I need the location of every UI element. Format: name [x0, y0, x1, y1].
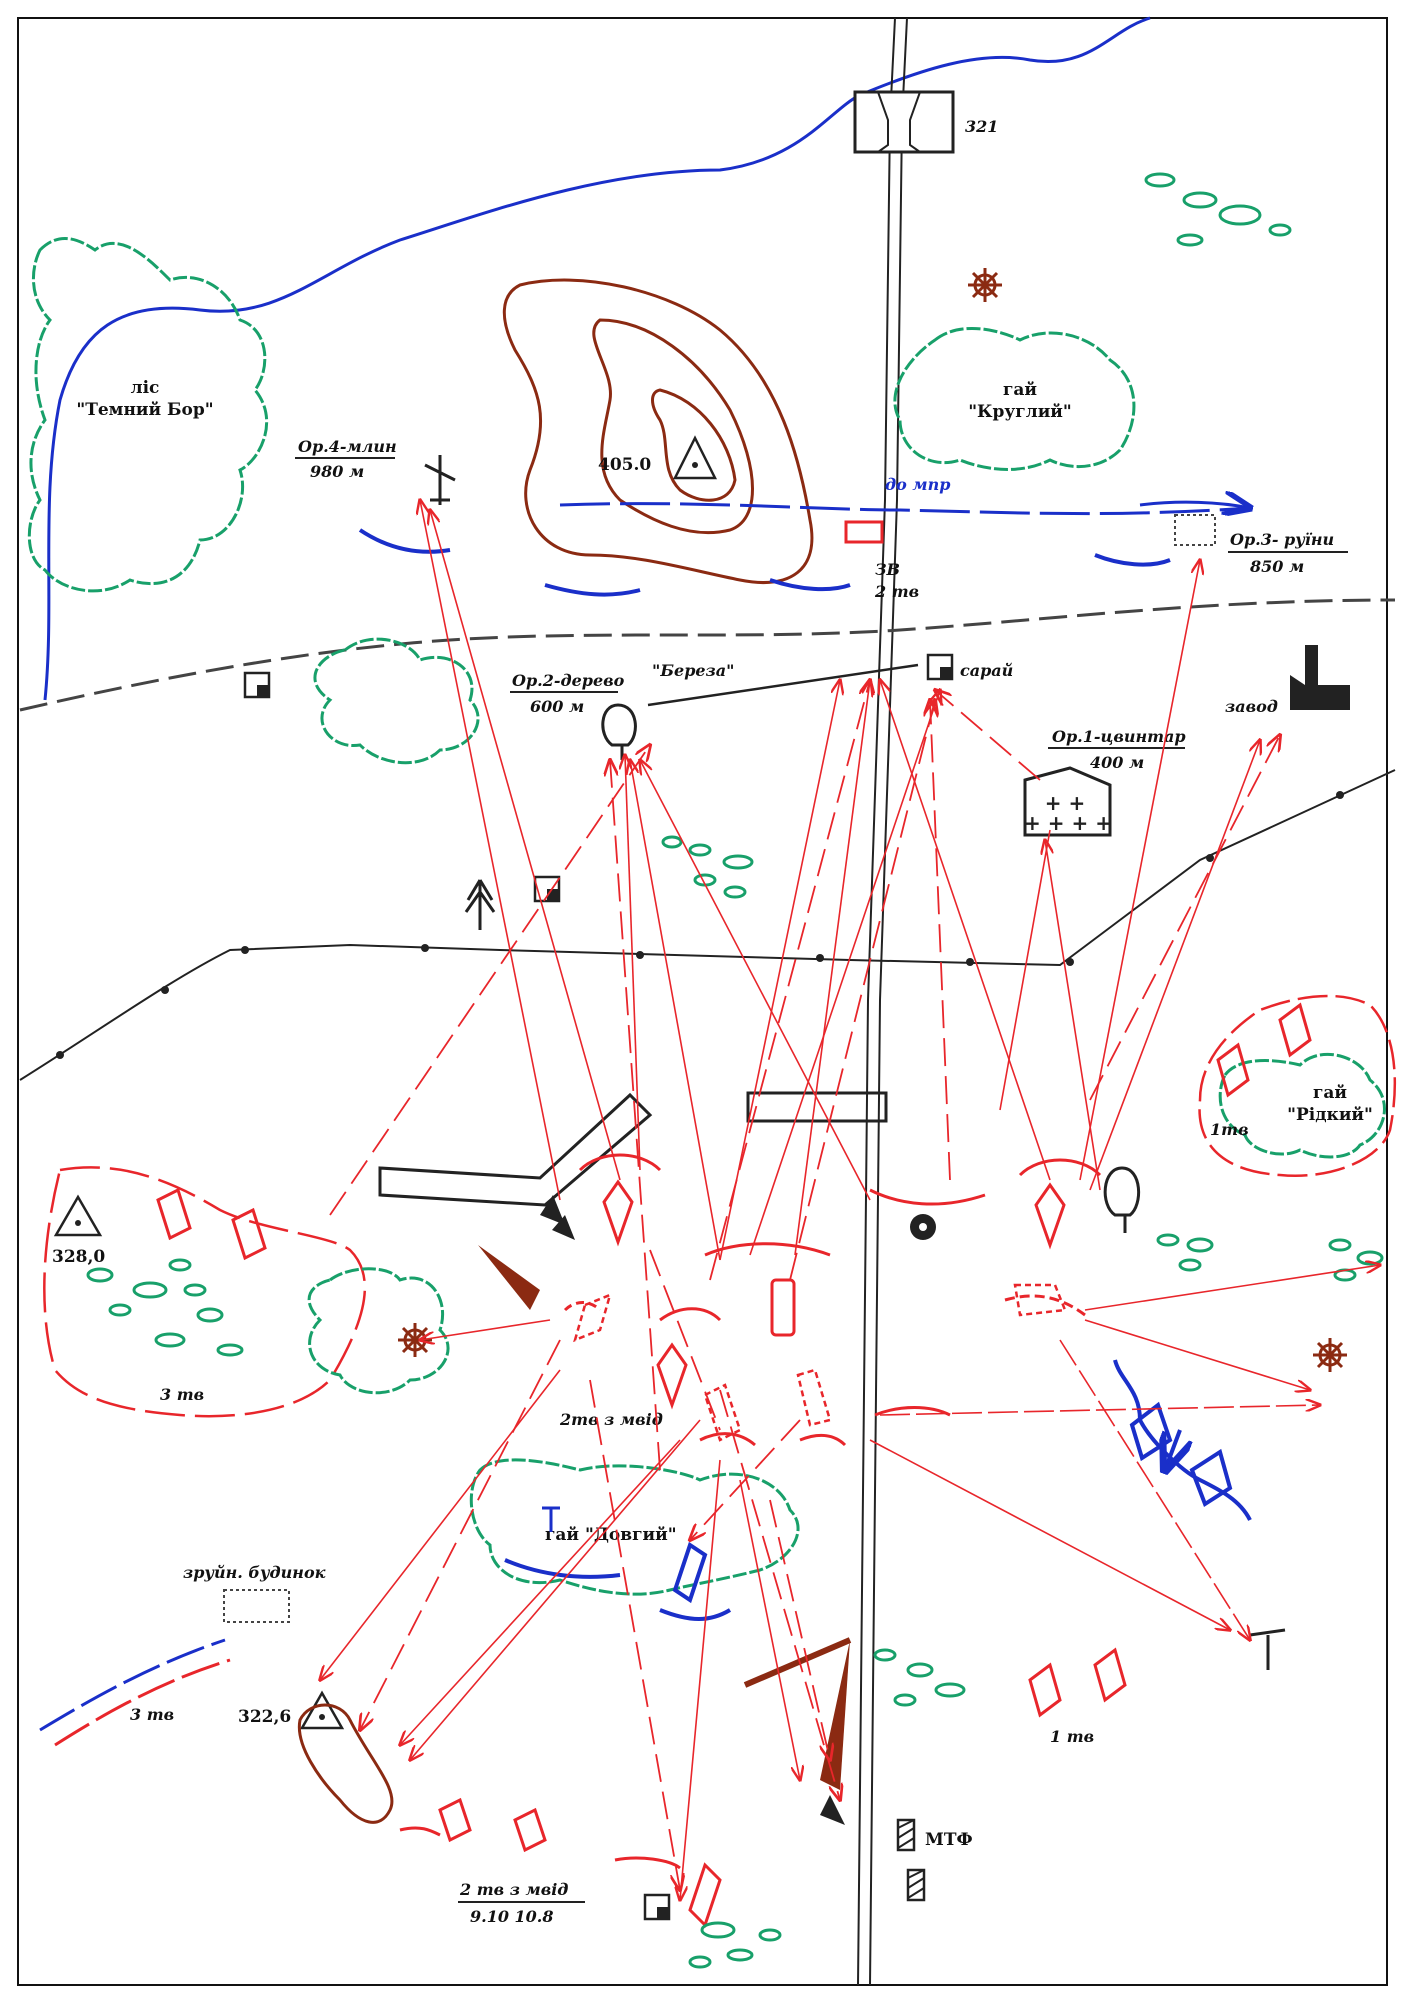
friendly-line-bottom-left — [54, 1658, 231, 1747]
bushes-bottom — [688, 1648, 966, 1969]
enemy-trenches-top — [358, 528, 1171, 597]
ref3-distance: 850 м — [1249, 557, 1304, 576]
grove-left-center — [307, 1267, 450, 1395]
ref1-distance: 400 м — [1090, 753, 1144, 772]
power-line — [19, 769, 1396, 1081]
dashed-road — [19, 598, 1396, 712]
hill-322 — [297, 1703, 394, 1824]
minefield-center — [746, 1091, 888, 1123]
unit-1tv-bottom: 1 тв — [1050, 1727, 1094, 1746]
factory-icon: завод — [1225, 645, 1350, 716]
height-328-marker: 328,0 — [52, 1194, 105, 1267]
height-322-label: 322,6 — [238, 1707, 291, 1727]
windmill-icon — [424, 455, 456, 505]
summit-405-marker: 405.0 — [598, 435, 718, 480]
main-road — [857, 17, 908, 1986]
zv-units: 2 тв — [874, 582, 919, 601]
shell-icon — [910, 1214, 936, 1240]
ref4-name: Ор.4-млин — [298, 437, 397, 456]
grove-ridkyi-name-2: "Рідкий" — [1287, 1105, 1373, 1125]
star-icon-top — [968, 268, 1002, 302]
tree-bereza-icon — [601, 703, 637, 760]
ref1-name: Ор.1-цвинтар — [1052, 727, 1186, 746]
building-icons — [243, 671, 671, 1921]
grove-kruhlyi-name-2: "Круглий" — [968, 402, 1072, 422]
saray-label: сарай — [960, 661, 1013, 680]
friendly-positions — [563, 1153, 1102, 1447]
svg-text:+ + + +: + + + + — [1024, 811, 1112, 835]
height-328-label: 328,0 — [52, 1247, 105, 1267]
ref2-name: Ор.2-дерево — [512, 671, 625, 690]
enemy-positions-dovhyi — [504, 1541, 732, 1621]
unit-3tv-bottom: 3 тв — [130, 1705, 174, 1724]
bushes-top-right — [1144, 172, 1292, 247]
unit-2tv-bottom: 2 тв з мвід — [459, 1880, 568, 1899]
antitank-ditch-left — [478, 1245, 540, 1310]
enemy-line-bottom-left — [39, 1638, 226, 1732]
unit-2tv-mvid: 2тв з мвід — [559, 1410, 663, 1429]
enemy-line-top — [559, 502, 1251, 516]
zv-label: ЗВ — [875, 560, 900, 579]
time-bottom: 9.10 10.8 — [470, 1907, 554, 1926]
ruined-house-label: зруйн. будинок — [183, 1563, 326, 1582]
zv-marker — [844, 520, 884, 544]
bushes-right — [1156, 1233, 1384, 1282]
windmill-bottom-icon — [1249, 1628, 1286, 1670]
bridge-label: 321 — [965, 117, 998, 136]
ruins-icon — [1174, 514, 1216, 546]
factory-label: завод — [1225, 697, 1278, 716]
forest-temnyi-bor — [27, 236, 269, 593]
enemy-attack-right — [1113, 1359, 1252, 1521]
saray-icon: сарай — [926, 653, 1013, 681]
unit-1tv-top: 1тв — [1210, 1120, 1249, 1139]
enemy-marker-dovhyi — [542, 1506, 560, 1532]
star-icon-left — [398, 1323, 432, 1357]
friendly-line-ridkyi — [1198, 994, 1397, 1177]
cemetery-icon: + + + + + + — [1023, 766, 1112, 837]
grove-ridkyi-name-1: гай — [1313, 1083, 1347, 1103]
tank-units-ridkyi — [1216, 1002, 1312, 1098]
mtf-label: МТФ — [925, 1830, 973, 1850]
bushes-mid — [661, 835, 754, 899]
ruined-house-icon — [223, 1589, 290, 1623]
ref3-name: Ор.3- руїни — [1230, 530, 1334, 549]
grove-ridkyi — [1218, 1052, 1386, 1159]
bereza-label: "Береза" — [652, 661, 734, 680]
power-line-nodes — [56, 791, 1344, 1059]
obstacle-icons — [540, 1195, 845, 1825]
height-405-label: 405.0 — [598, 455, 651, 475]
unit-3tv-left: 3 тв — [160, 1385, 204, 1404]
bridge-321: 321 — [853, 90, 998, 154]
to-mpr-label: до мпр — [885, 475, 950, 494]
fire-lines-dashed — [329, 680, 1280, 1890]
bereza-saray-line — [647, 663, 919, 707]
svg-text:+ +: + + — [1045, 791, 1085, 815]
grove-kruhlyi-name-1: гай — [1003, 380, 1037, 400]
minefield-left — [378, 1092, 653, 1207]
river — [43, 16, 1151, 701]
forest-name-2: "Темний Бор" — [76, 400, 213, 420]
height-322-marker: 322,6 — [238, 1690, 345, 1730]
conifer-icon — [464, 879, 496, 930]
map-frame — [17, 17, 1388, 1986]
grove-dovhyi — [469, 1458, 800, 1596]
ref4-distance: 980 м — [310, 462, 364, 481]
friendly-area-3tv — [43, 1166, 366, 1418]
tree-right-icon — [1103, 1166, 1141, 1233]
grove-kruhlyi — [893, 326, 1136, 471]
fire-lines-solid — [320, 500, 1380, 1900]
grove-dovhyi-name: гай "Довгий" — [545, 1525, 677, 1545]
enemy-arrow-right — [1139, 502, 1250, 508]
ref2-distance: 600 м — [530, 697, 584, 716]
hill-405 — [502, 278, 814, 584]
forest-name-1: ліс — [131, 378, 160, 398]
star-icon-right — [1313, 1338, 1347, 1372]
mtf-icon: МТФ — [896, 1818, 973, 1902]
friendly-alt-positions — [573, 1283, 1067, 1442]
tank-units-left — [156, 1187, 267, 1261]
grove-center-left — [313, 637, 480, 765]
bushes-left — [86, 1258, 244, 1357]
